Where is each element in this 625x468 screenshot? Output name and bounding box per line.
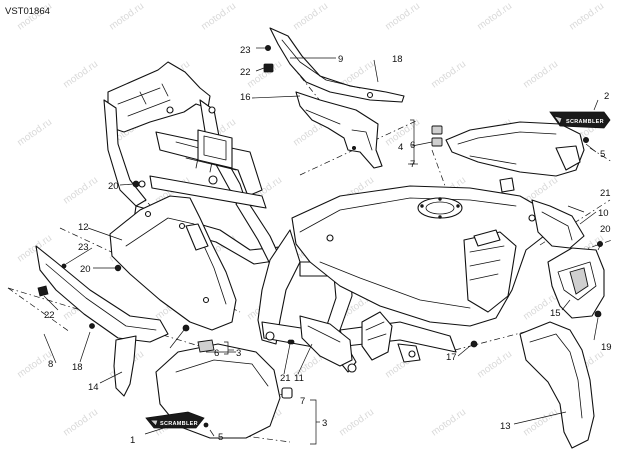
callout-19: 19 xyxy=(601,342,612,353)
callout-8: 8 xyxy=(48,359,53,370)
callout-20-left: 20 xyxy=(80,264,91,275)
callout-10: 10 xyxy=(598,208,609,219)
top-fastener-stack xyxy=(263,45,274,73)
left-side-panel xyxy=(109,195,237,331)
callout-20-right: 20 xyxy=(600,224,611,235)
callout-11: 11 xyxy=(294,373,304,384)
right-decal: SCRAMBLER xyxy=(549,111,611,129)
watermark-text: motod.ru xyxy=(107,1,146,33)
watermark-text: motod.ru xyxy=(475,349,514,381)
left-fasteners xyxy=(37,180,190,332)
leader-lines xyxy=(43,47,601,445)
front-side-cover xyxy=(531,199,585,249)
left-decal: SCRAMBLER xyxy=(145,411,205,429)
callout-7-left: 7 xyxy=(300,396,305,407)
fuel-tank xyxy=(291,185,549,327)
lower-belly-pan xyxy=(519,321,595,449)
callout-3-lower: 3 xyxy=(322,418,327,429)
callout-13: 13 xyxy=(500,421,511,432)
document-code: VST01864 xyxy=(5,6,50,17)
callout-17: 17 xyxy=(446,352,457,363)
callout-23-left: 23 xyxy=(78,242,89,253)
left-lower-trim xyxy=(35,245,169,343)
callout-20-top: 20 xyxy=(108,181,119,192)
rear-subframe xyxy=(103,61,295,269)
misc-fasteners xyxy=(203,136,604,428)
watermark-text: motod.ru xyxy=(475,1,514,33)
callout-22-left: 22 xyxy=(44,310,55,321)
watermark-text: motod.ru xyxy=(291,1,330,33)
watermark-text: motod.ru xyxy=(245,59,284,91)
watermark-text: motod.ru xyxy=(61,59,100,91)
callout-14: 14 xyxy=(88,382,99,393)
front-airbox-guard xyxy=(547,247,605,319)
callout-22-top: 22 xyxy=(240,67,251,78)
left-decal-text: SCRAMBLER xyxy=(160,421,198,427)
watermark-text: motod.ru xyxy=(383,1,422,33)
left-lower-cover xyxy=(113,335,137,397)
watermark-text: motod.ru xyxy=(429,59,468,91)
callout-15: 15 xyxy=(550,308,561,319)
callout-12: 12 xyxy=(78,222,89,233)
callout-16: 16 xyxy=(240,92,251,103)
right-decal-text: SCRAMBLER xyxy=(566,119,604,125)
callout-4: 4 xyxy=(398,142,403,153)
callout-18-left: 18 xyxy=(72,362,83,373)
watermark-text: motod.ru xyxy=(429,407,468,439)
watermark-text: motod.ru xyxy=(61,407,100,439)
upper-side-trim xyxy=(269,27,405,103)
callout-7-right: 7 xyxy=(410,159,415,170)
callout-2: 2 xyxy=(604,91,609,102)
watermark-text: motod.ru xyxy=(521,59,560,91)
callout-5-right: 5 xyxy=(600,149,605,160)
watermark-text: motod.ru xyxy=(15,117,54,149)
watermark-text: motod.ru xyxy=(337,407,376,439)
watermark-text: motod.ru xyxy=(567,1,606,33)
tank-side-shell xyxy=(295,91,383,169)
callout-5-left: 5 xyxy=(218,432,223,443)
callout-18-top: 18 xyxy=(392,54,403,65)
right-tank-cover xyxy=(431,121,585,193)
callout-3-upper: 3 xyxy=(236,348,241,359)
watermark-text: motod.ru xyxy=(521,407,560,439)
callout-23-top: 23 xyxy=(240,45,251,56)
callout-9: 9 xyxy=(338,54,343,65)
callout-6-right: 6 xyxy=(410,140,415,151)
watermark-text: motod.ru xyxy=(61,175,100,207)
callout-6-left: 6 xyxy=(214,348,219,359)
callout-21-left: 21 xyxy=(280,373,291,384)
callout-21-right: 21 xyxy=(600,188,611,199)
callout-1: 1 xyxy=(130,435,135,446)
callout-labels: 1 2 3 3 4 5 5 6 6 7 7 8 9 10 11 12 13 14… xyxy=(44,45,612,446)
watermark-text: motod.ru xyxy=(199,1,238,33)
